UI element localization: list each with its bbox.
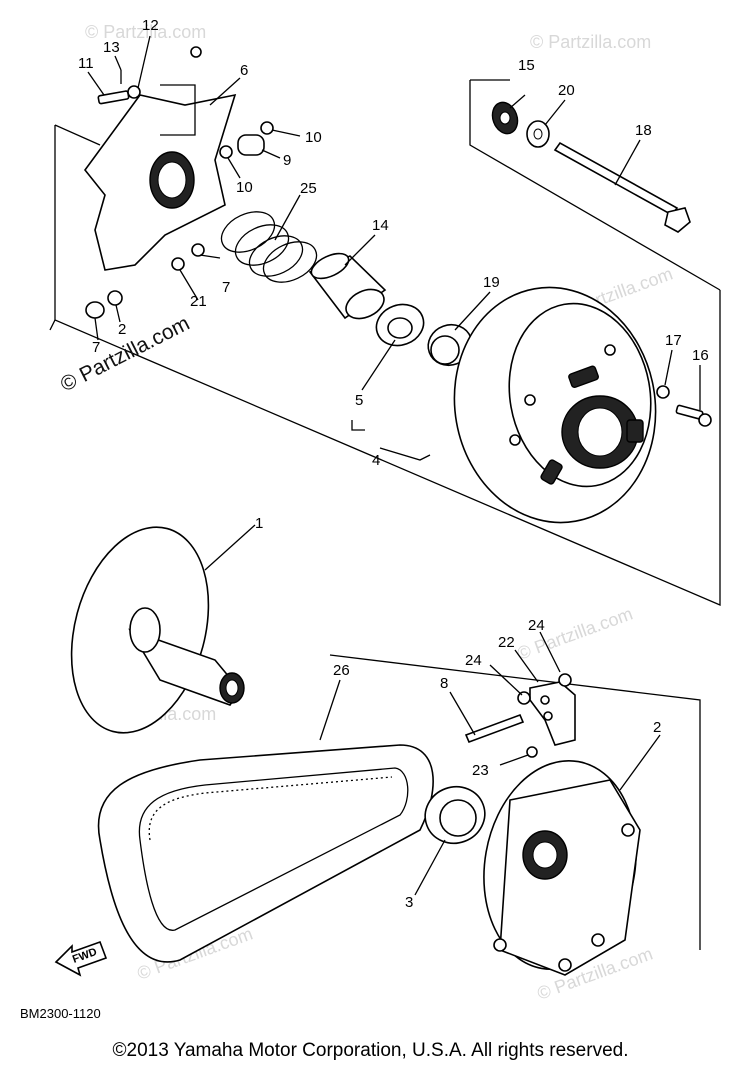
callout-4: 4 xyxy=(372,452,380,469)
part-4-movable-sheave xyxy=(453,286,657,524)
part-20-washer xyxy=(526,120,550,148)
part-2-secondary-sheave xyxy=(483,759,641,976)
callout-19: 19 xyxy=(483,274,500,291)
copyright-notice: ©2013 Yamaha Motor Corporation, U.S.A. A… xyxy=(112,1040,629,1061)
callout-17: 17 xyxy=(665,332,682,349)
part-8-pin xyxy=(464,713,525,744)
part-2-washer xyxy=(107,290,123,306)
part-9-10-bushings xyxy=(219,121,274,159)
part-16-bolt xyxy=(675,404,712,427)
callout-14: 14 xyxy=(372,217,389,234)
diagram-code: BM2300-1120 xyxy=(20,1006,101,1021)
callout-3: 3 xyxy=(405,894,413,911)
part-6-spider-sheave xyxy=(83,46,237,271)
part-11-bolt xyxy=(97,70,141,105)
callout-10: 10 xyxy=(236,179,253,196)
callout-24: 24 xyxy=(528,617,545,634)
callout-11: 11 xyxy=(78,55,94,72)
leader-lines xyxy=(87,35,701,896)
callout-26: 26 xyxy=(333,662,350,679)
callout-numbers: 12 13 11 6 10 9 10 25 14 21 7 2 7 15 20 … xyxy=(78,17,709,911)
callout-25: 25 xyxy=(300,180,317,197)
callout-2: 2 xyxy=(118,321,126,338)
fwd-arrow-icon: FWD xyxy=(54,940,108,977)
watermark-faint: © Partzilla.com xyxy=(85,22,206,42)
callout-18: 18 xyxy=(635,122,652,139)
callout-2: 2 xyxy=(653,719,661,736)
callout-8: 8 xyxy=(440,675,448,692)
part-17-washer xyxy=(656,385,670,399)
part-3-bushing xyxy=(424,785,486,845)
part-15-washer xyxy=(491,101,519,135)
part-26-drive-belt xyxy=(97,744,434,963)
callout-6: 6 xyxy=(240,62,248,79)
callout-7: 7 xyxy=(92,339,100,356)
callout-21: 21 xyxy=(190,293,207,310)
assembly-frame-lines xyxy=(49,79,721,950)
part-24-washer-upper xyxy=(558,673,572,687)
callout-10: 10 xyxy=(305,129,322,146)
part-1-fixed-sheave xyxy=(70,526,245,734)
callout-23: 23 xyxy=(472,762,489,779)
callout-13: 13 xyxy=(103,39,120,56)
part-25-spring xyxy=(220,211,318,283)
part-5-ring xyxy=(375,303,425,347)
watermark-faint: © Partzilla.com xyxy=(530,32,651,52)
part-22-bracket xyxy=(529,681,576,746)
callout-16: 16 xyxy=(692,347,709,364)
callout-12: 12 xyxy=(142,17,159,34)
part-24-washer xyxy=(517,691,531,705)
part-21-washer xyxy=(171,257,185,271)
callout-9: 9 xyxy=(283,152,291,169)
part-23-nut xyxy=(526,746,538,758)
part-7-collar xyxy=(191,243,205,257)
callout-15: 15 xyxy=(518,57,535,74)
callout-5: 5 xyxy=(355,392,363,409)
callout-1: 1 xyxy=(255,515,263,532)
callout-7: 7 xyxy=(222,279,230,296)
part-14-sleeve xyxy=(308,252,387,320)
callout-20: 20 xyxy=(558,82,575,99)
callout-24: 24 xyxy=(465,652,482,669)
part-7-collar-lower xyxy=(85,301,105,319)
part-18-long-bolt xyxy=(553,141,691,233)
callout-22: 22 xyxy=(498,634,515,651)
